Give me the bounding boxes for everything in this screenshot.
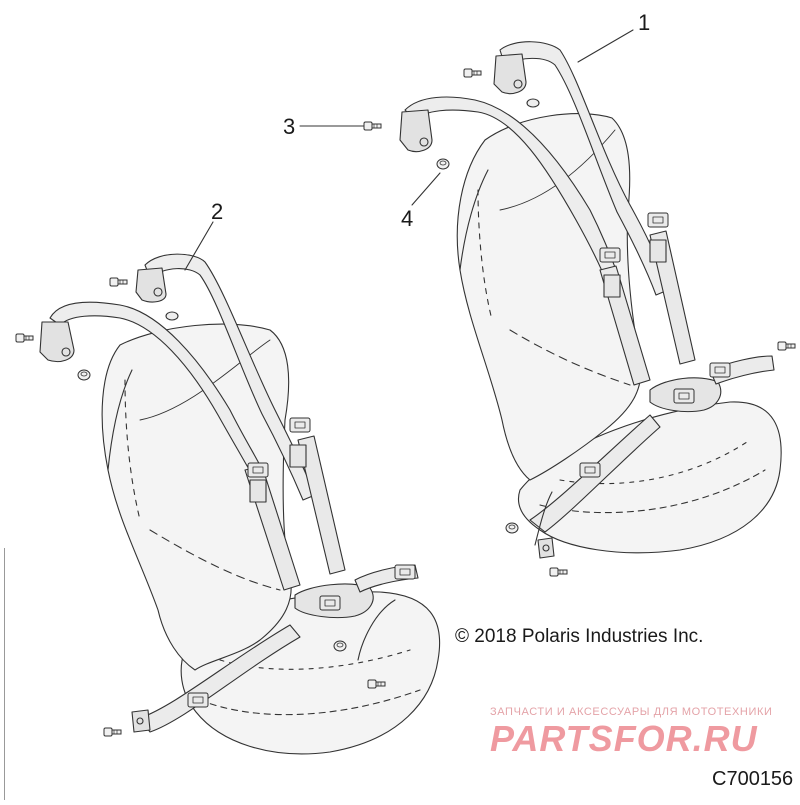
nut-icon	[333, 640, 347, 652]
bolt-icon	[549, 567, 568, 577]
figure-code: C700156	[712, 768, 794, 790]
bolt-icon	[109, 277, 128, 287]
bolt-icon	[777, 341, 796, 351]
left-shoulder-strap-b	[144, 253, 316, 501]
bolt-icon	[103, 727, 122, 737]
right-seat	[399, 41, 782, 559]
bolt-icon	[463, 68, 482, 78]
watermark-logo: PARTSFOR.RU	[490, 718, 758, 759]
nut-icon	[436, 158, 450, 170]
nut-icon	[77, 369, 91, 381]
callout-2: 2	[211, 199, 224, 224]
page-edge-line	[4, 548, 5, 800]
leader-line-4	[411, 172, 441, 206]
watermark-tagline: ЗАПЧАСТИ И АКСЕССУАРЫ ДЛЯ МОТОТЕХНИКИ	[490, 706, 773, 718]
copyright-text: © 2018 Polaris Industries Inc.	[455, 626, 704, 647]
bolt-icon	[363, 121, 382, 131]
leader-line-1	[577, 29, 634, 63]
bolt-icon	[15, 333, 34, 343]
callout-4: 4	[401, 206, 414, 231]
right-seat-cushion	[517, 401, 782, 554]
callout-1: 1	[638, 10, 651, 35]
nut-icon	[505, 522, 519, 534]
leader-line-2	[184, 221, 214, 271]
left-seat	[39, 253, 441, 755]
right-seat-back	[456, 113, 642, 481]
left-seat-back	[101, 323, 292, 671]
callout-3: 3	[283, 114, 296, 139]
